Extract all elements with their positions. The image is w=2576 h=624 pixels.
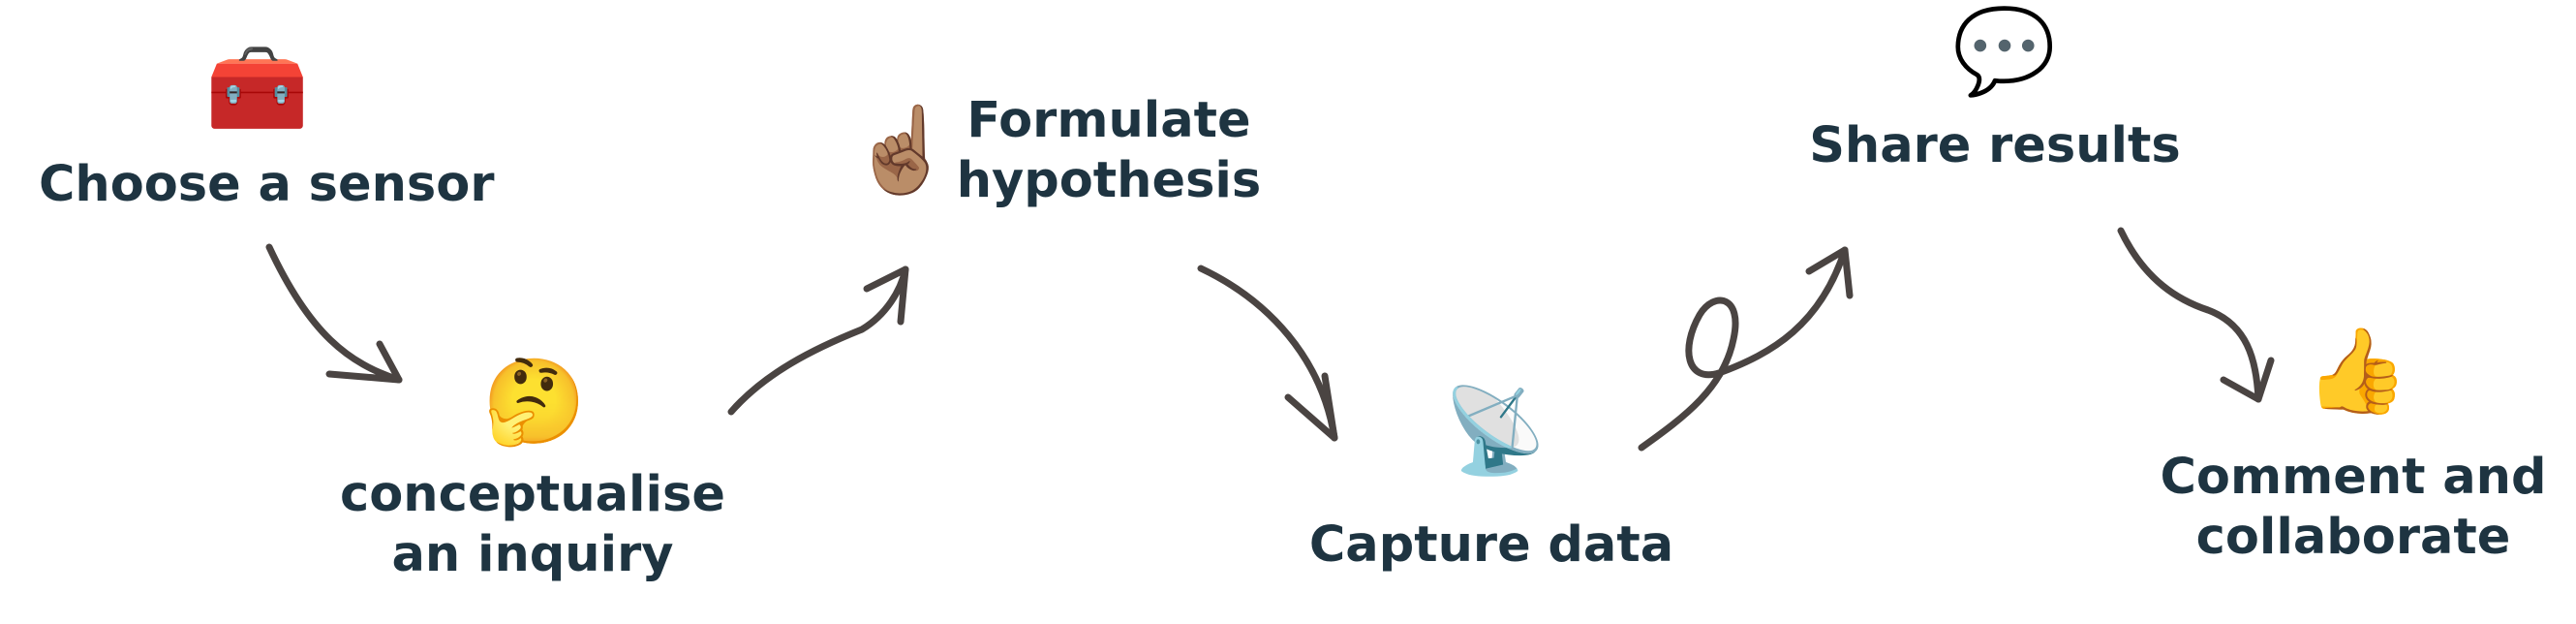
- step-label: hypothesis: [956, 152, 1262, 209]
- arrow-4: [1638, 246, 1854, 452]
- speech-bubble-icon: 💬: [1952, 3, 2057, 100]
- toolbox-icon: 🧰: [205, 40, 310, 137]
- step-share: Share results: [1777, 116, 2213, 176]
- step-formulate: Formulate hypothesis: [954, 91, 1264, 211]
- pointing-up-icon: ☝🏽: [850, 102, 955, 199]
- step-capture: Capture data: [1288, 515, 1695, 576]
- step-label: Share results: [1809, 117, 2181, 174]
- thumbs-up-icon: 👍: [2305, 323, 2409, 420]
- step-label: collaborate: [2195, 509, 2511, 566]
- arrow-1: [265, 243, 403, 384]
- arrow-2: [727, 265, 909, 416]
- step-choose-sensor: Choose a sensor: [39, 155, 542, 215]
- step-label: Comment and: [2160, 449, 2547, 506]
- arrow-3: [1197, 265, 1338, 442]
- step-label: an inquiry: [391, 526, 674, 583]
- step-label: Choose a sensor: [39, 156, 495, 213]
- step-label: Formulate: [966, 92, 1251, 149]
- arrow-5: [2117, 227, 2275, 403]
- satellite-dish-icon: 📡: [1443, 383, 1548, 480]
- step-label: Capture data: [1308, 516, 1674, 574]
- thinking-face-icon: 🤔: [482, 354, 587, 451]
- step-label: conceptualise: [340, 466, 725, 523]
- step-conceptualise: conceptualise an inquiry: [329, 465, 736, 585]
- step-comment: Comment and collaborate: [2150, 448, 2557, 568]
